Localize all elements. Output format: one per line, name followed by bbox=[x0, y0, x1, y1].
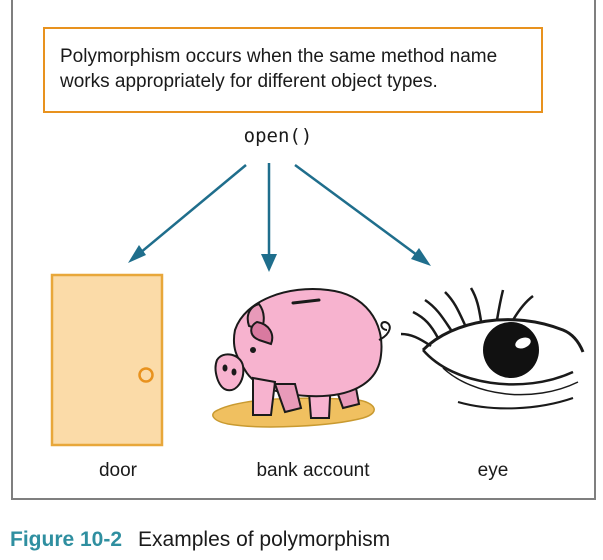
arrow-to-door bbox=[128, 164, 247, 263]
piggy-bank-icon bbox=[212, 288, 391, 428]
definition-text: Polymorphism occurs when the same method… bbox=[60, 46, 498, 92]
figure-caption-text: Examples of polymorphism bbox=[138, 528, 391, 551]
definition-callout: Polymorphism occurs when the same method… bbox=[43, 27, 543, 113]
figure-number: Figure 10-2 bbox=[10, 528, 123, 551]
arrow-to-eye bbox=[294, 163, 431, 266]
eye-label: eye bbox=[477, 460, 509, 481]
bank-account-label: bank account bbox=[256, 460, 370, 481]
arrow-to-bank bbox=[261, 163, 277, 272]
figure-caption: Figure 10-2 Examples of polymorphism bbox=[10, 528, 390, 552]
eye-icon bbox=[400, 287, 585, 410]
method-name: open() bbox=[243, 125, 313, 147]
door-icon bbox=[50, 273, 164, 447]
diagram-art bbox=[50, 163, 585, 447]
figure-panel: Polymorphism occurs when the same method… bbox=[11, 0, 596, 500]
door-label: door bbox=[98, 460, 138, 481]
